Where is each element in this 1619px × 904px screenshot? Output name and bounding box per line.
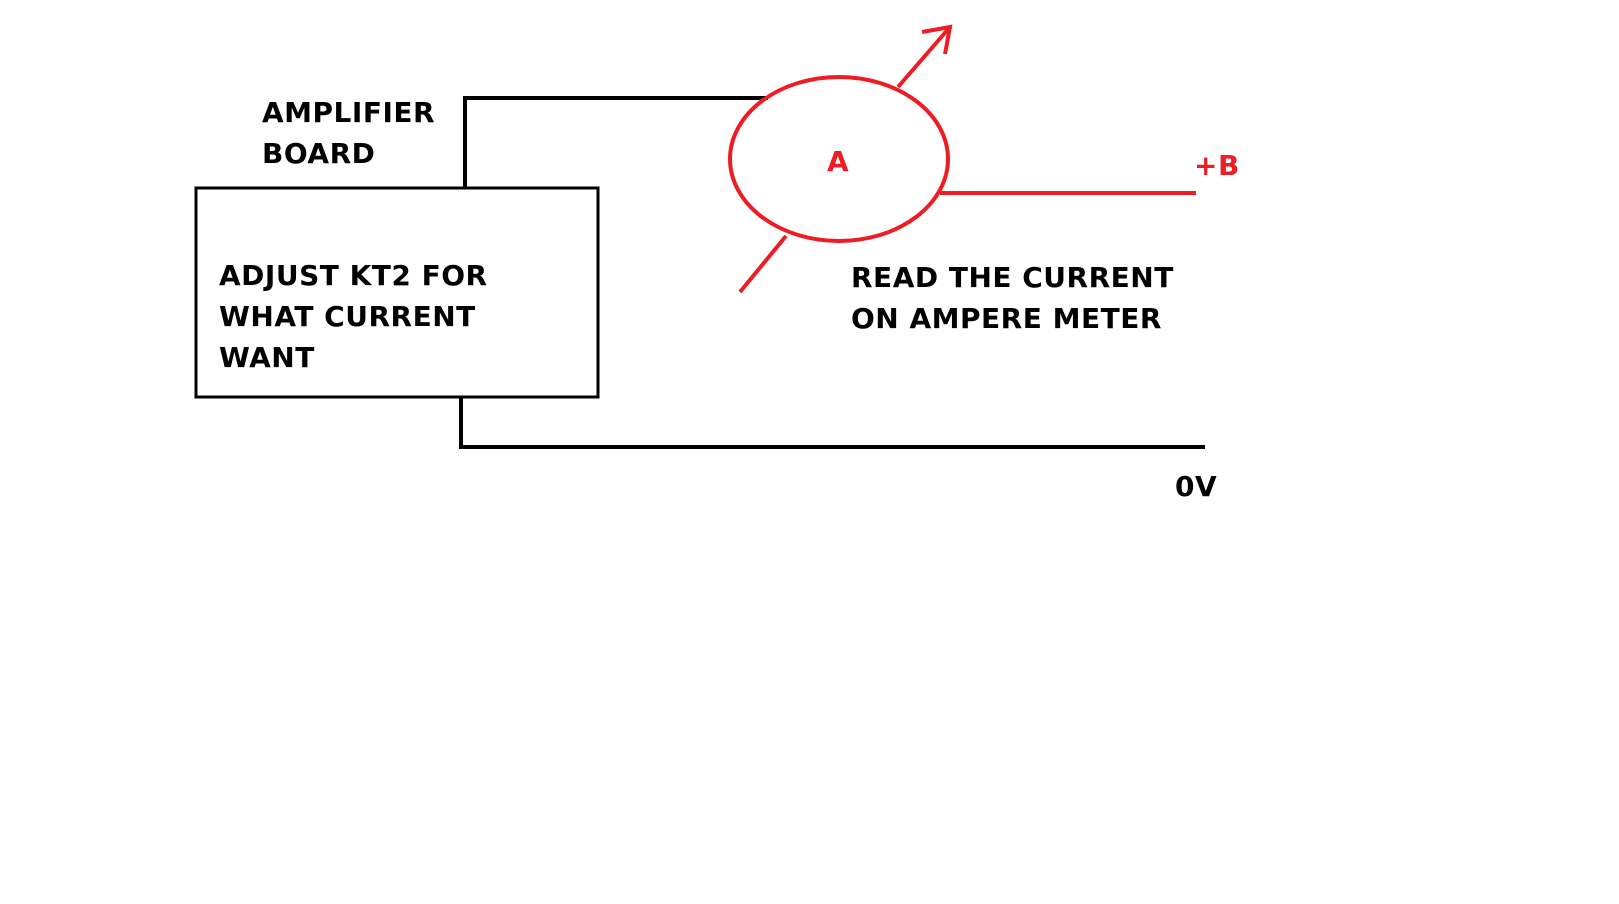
board-title-line-2: BOARD xyxy=(262,137,376,170)
amplifier-board-box xyxy=(194,186,600,399)
board-title: AMPLIFIER BOARD xyxy=(262,92,435,174)
board-title-line-1: AMPLIFIER xyxy=(262,96,436,129)
read-line-1: READ THE CURRENT xyxy=(851,261,1174,294)
supply-positive-label: +B xyxy=(1194,149,1240,182)
board-to-meter-wire xyxy=(463,96,768,188)
instruction-line-2: WHAT CURRENT xyxy=(219,300,476,333)
ground-label: 0V xyxy=(1175,470,1218,503)
read-line-2: ON AMPERE METER xyxy=(851,302,1162,335)
meter-symbol-label: A xyxy=(827,145,850,178)
read-instruction: READ THE CURRENT ON AMPERE METER xyxy=(851,257,1174,339)
meter-arrow-shaft xyxy=(896,25,952,89)
instruction-text: ADJUST KT2 FOR WHAT CURRENT WANT xyxy=(219,255,488,378)
ammeter-circle xyxy=(728,75,950,243)
meter-arrow-head xyxy=(921,24,953,55)
meter-arrow-tail xyxy=(738,234,788,294)
instruction-line-1: ADJUST KT2 FOR xyxy=(219,259,488,292)
instruction-line-3: WANT xyxy=(219,341,315,374)
ground-wire xyxy=(459,397,1205,449)
